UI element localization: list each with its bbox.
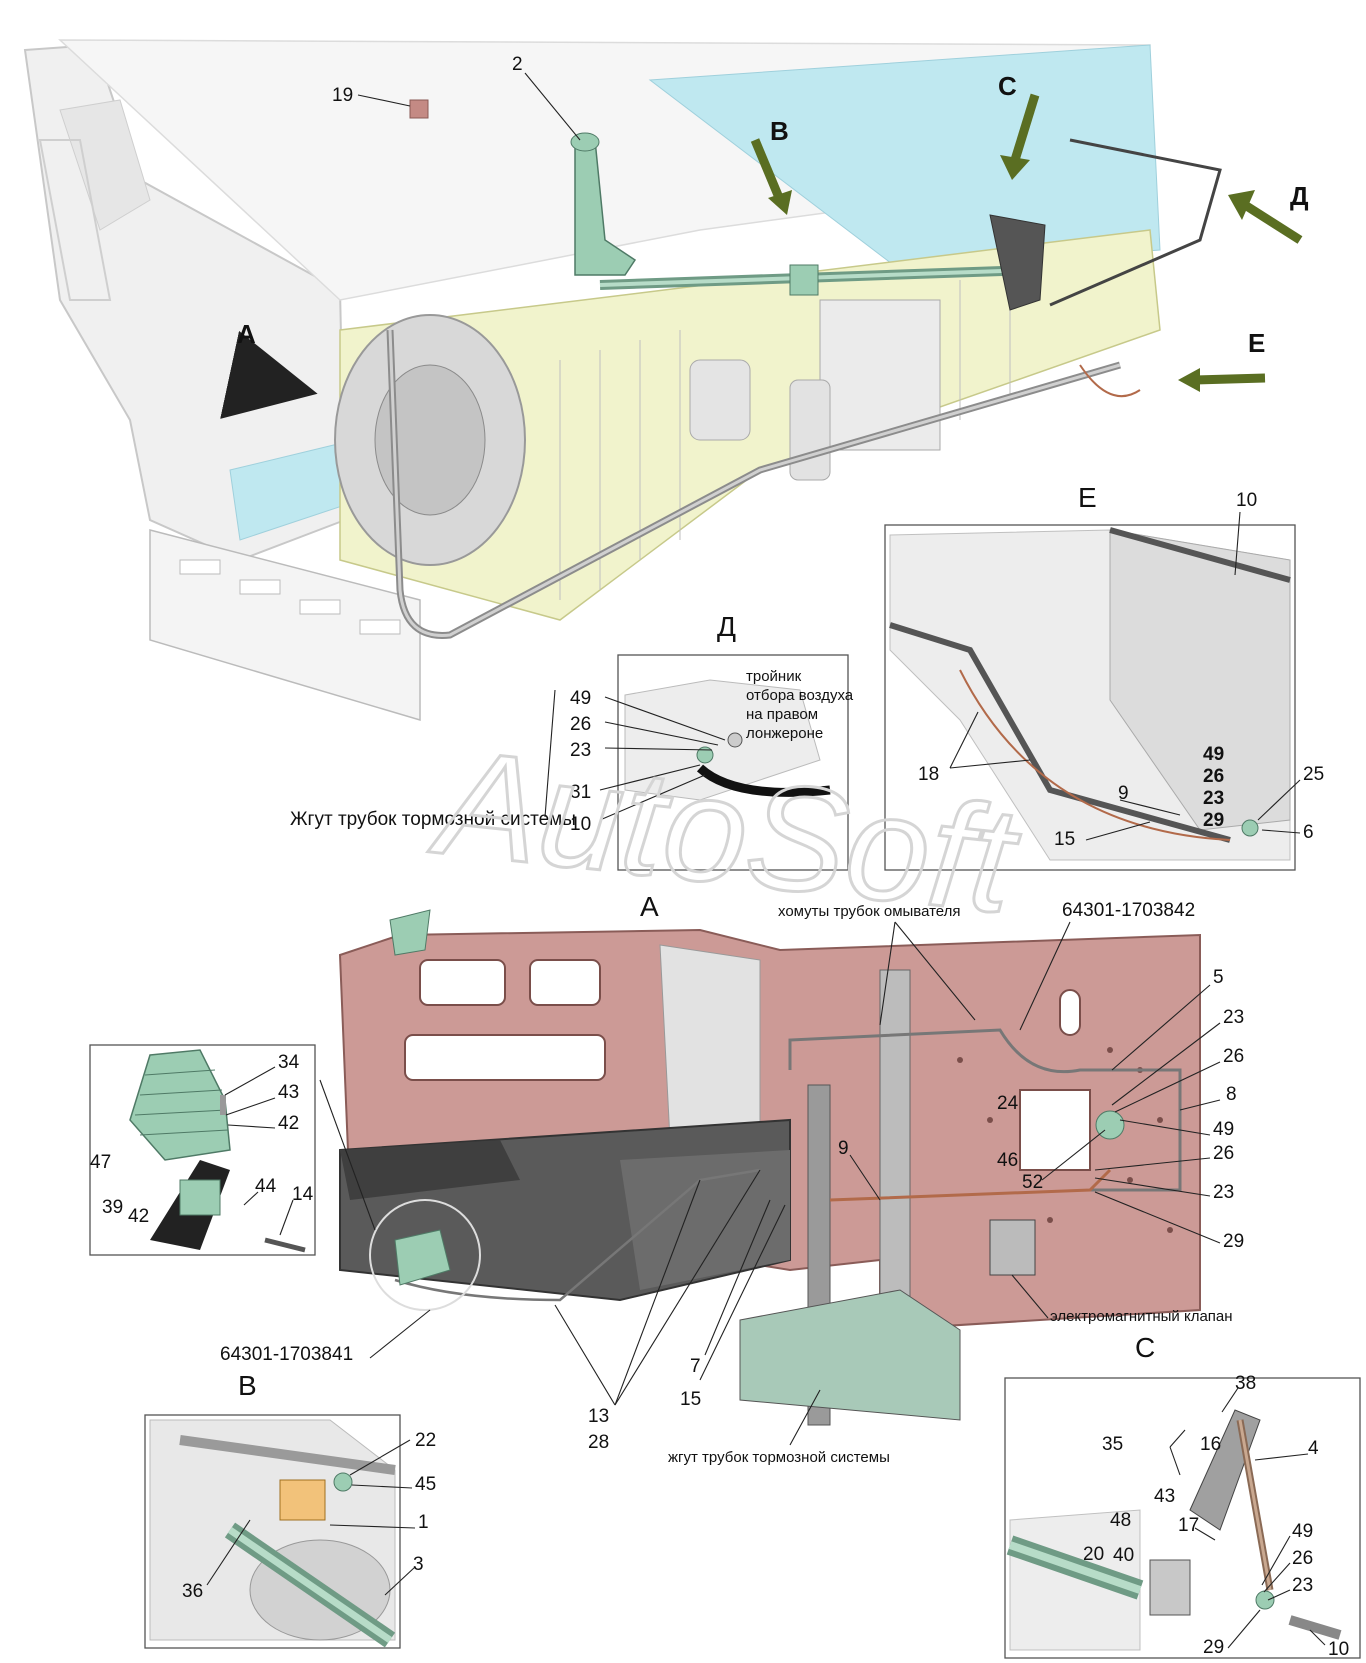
view-c-callout-35: 35 <box>1102 1434 1123 1455</box>
view-a-callout-13: 13 <box>588 1406 609 1427</box>
view-e-callout-15: 15 <box>1054 829 1075 850</box>
view-a-title: A <box>640 891 659 922</box>
view-c-callout-40: 40 <box>1113 1545 1134 1566</box>
lever-callout-39: 39 <box>102 1197 123 1218</box>
view-d-title: Д <box>717 611 736 642</box>
view-d-harness-label: Жгут трубок тормозной системы <box>290 809 576 830</box>
view-a-harness-label: жгут трубок тормозной системы <box>668 1449 890 1466</box>
view-d-callout-31: 31 <box>570 782 591 803</box>
view-b-callout-22: 22 <box>415 1430 436 1451</box>
view-d-callout-26: 26 <box>570 714 591 735</box>
view-b: B 22 45 1 3 36 <box>144 1370 436 1649</box>
view-arrow-c: C <box>998 71 1017 101</box>
view-a-callout-26a: 26 <box>1223 1046 1244 1067</box>
view-c-callout-23: 23 <box>1292 1575 1313 1596</box>
view-d-note-line1: тройник <box>746 668 802 685</box>
view-a-part-64301-1703842: 64301-1703842 <box>1062 900 1195 921</box>
view-a-callout-23b: 23 <box>1213 1182 1234 1203</box>
view-a-callout-9: 9 <box>838 1138 849 1159</box>
view-c-callout-26: 26 <box>1292 1548 1313 1569</box>
lever-callout-14: 14 <box>292 1184 314 1205</box>
view-c-callout-43: 43 <box>1154 1486 1175 1507</box>
view-c-callout-48: 48 <box>1110 1510 1131 1531</box>
lever-detail: 34 43 42 47 39 42 44 14 <box>89 1044 316 1256</box>
view-a-valve-label: электромагнитный клапан <box>1050 1308 1233 1325</box>
view-d-callout-10: 10 <box>570 814 591 835</box>
view-e-callout-29: 29 <box>1203 810 1224 831</box>
view-c-callout-49: 49 <box>1292 1521 1313 1542</box>
view-d-note-line3: на правом <box>746 706 818 723</box>
view-c-callout-20: 20 <box>1083 1544 1104 1565</box>
view-a-callout-15: 15 <box>680 1389 701 1410</box>
view-c-callout-10: 10 <box>1328 1639 1349 1660</box>
view-a-callout-46: 46 <box>997 1150 1018 1171</box>
view-a-clamps-label: хомуты трубок омывателя <box>778 903 961 920</box>
view-e-title: E <box>1078 482 1097 513</box>
view-d-callout-23: 23 <box>570 740 591 761</box>
view-arrow-d: Д <box>1290 181 1309 211</box>
view-c-callout-38: 38 <box>1235 1373 1256 1394</box>
view-arrow-a: A <box>237 319 256 349</box>
view-c-callout-4: 4 <box>1308 1438 1319 1459</box>
view-c-title: C <box>1135 1332 1155 1363</box>
view-a-callout-5: 5 <box>1213 967 1224 988</box>
lever-callout-43: 43 <box>278 1082 299 1103</box>
view-c-callout-17: 17 <box>1178 1515 1199 1536</box>
view-d: Д тройник отбора воздуха на правом лонже… <box>290 611 854 871</box>
lever-callout-42b: 42 <box>128 1206 149 1227</box>
view-a-callout-28: 28 <box>588 1432 609 1453</box>
view-b-callout-3: 3 <box>413 1554 424 1575</box>
view-b-callout-45: 45 <box>415 1474 436 1495</box>
view-e-callout-49: 49 <box>1203 744 1224 765</box>
view-b-callout-36: 36 <box>182 1581 203 1602</box>
view-d-callout-49: 49 <box>570 688 591 709</box>
view-a-callout-23a: 23 <box>1223 1007 1244 1028</box>
main-assembly: 19 2 A B C Д E <box>23 39 1309 722</box>
view-b-callout-1: 1 <box>418 1512 429 1533</box>
view-b-title: B <box>238 1370 257 1401</box>
view-a-callout-29: 29 <box>1223 1231 1244 1252</box>
view-c-callout-16: 16 <box>1200 1434 1221 1455</box>
view-d-note-line4: лонжероне <box>746 725 823 742</box>
view-arrow-b: B <box>770 116 789 146</box>
view-e-callout-18: 18 <box>918 764 939 785</box>
view-a: A <box>220 891 1244 1466</box>
view-e-callout-26: 26 <box>1203 766 1224 787</box>
lever-callout-44: 44 <box>255 1176 277 1197</box>
view-c: C 38 35 16 4 43 48 17 20 40 49 26 23 29 … <box>1004 1332 1361 1660</box>
lever-callout-34: 34 <box>278 1052 300 1073</box>
view-a-callout-52: 52 <box>1022 1172 1043 1193</box>
view-a-callout-24: 24 <box>997 1093 1019 1114</box>
view-e-callout-25: 25 <box>1303 764 1324 785</box>
callout-19: 19 <box>332 85 353 106</box>
view-e-callout-10: 10 <box>1236 490 1257 511</box>
view-arrow-e: E <box>1248 328 1265 358</box>
view-e-callout-9: 9 <box>1118 783 1129 804</box>
view-c-callout-29: 29 <box>1203 1637 1224 1658</box>
callout-2: 2 <box>512 54 523 75</box>
view-e: E 10 18 9 15 49 26 23 29 25 6 <box>884 482 1324 871</box>
view-a-callout-8: 8 <box>1226 1084 1237 1105</box>
view-a-callout-26b: 26 <box>1213 1143 1234 1164</box>
view-a-callout-49: 49 <box>1213 1119 1234 1140</box>
view-a-callout-7: 7 <box>690 1356 701 1377</box>
view-a-part-64301-1703841: 64301-1703841 <box>220 1344 353 1365</box>
lever-callout-47: 47 <box>90 1152 111 1173</box>
view-d-note-line2: отбора воздуха <box>746 687 854 704</box>
view-e-callout-6: 6 <box>1303 822 1314 843</box>
lever-callout-42a: 42 <box>278 1113 299 1134</box>
view-e-callout-23: 23 <box>1203 788 1224 809</box>
